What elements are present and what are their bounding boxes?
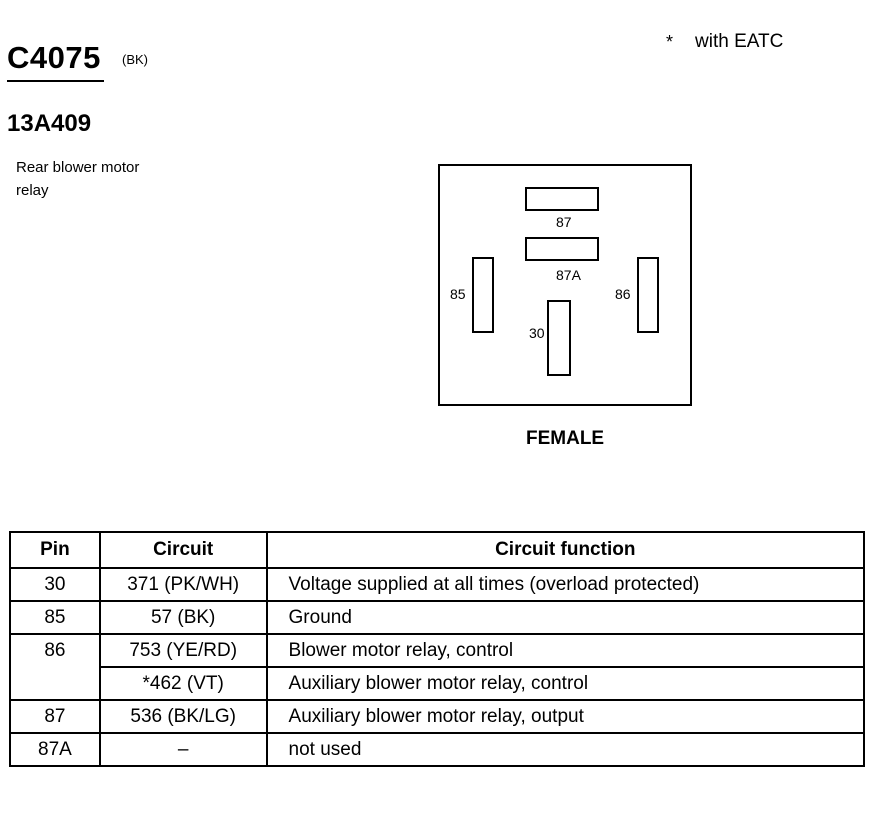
function-cell: not used <box>265 732 866 767</box>
pin-label-87: 87 <box>556 214 572 230</box>
pin-cell: 85 <box>9 600 101 635</box>
circuit-cell: 57 (BK) <box>98 600 268 635</box>
connector-color: (BK) <box>122 52 148 67</box>
pin-cell: 87 <box>9 699 101 734</box>
table-row: 85 57 (BK) Ground <box>9 600 866 635</box>
function-cell: Blower motor relay, control <box>265 633 866 668</box>
pin-cell: 30 <box>9 567 101 602</box>
terminal-30 <box>547 300 571 376</box>
circuit-cell: 753 (YE/RD) <box>98 633 268 668</box>
circuit-cell: 371 (PK/WH) <box>98 567 268 602</box>
function-cell: Voltage supplied at all times (overload … <box>265 567 866 602</box>
function-cell: Ground <box>265 600 866 635</box>
column-header-function: Circuit function <box>265 531 866 569</box>
pin-label-87a: 87A <box>556 267 581 283</box>
column-header-pin: Pin <box>9 531 101 569</box>
circuit-cell: – <box>98 732 268 767</box>
table-row: 87A – not used <box>9 732 866 767</box>
pin-label-86: 86 <box>615 286 631 302</box>
connector-id-underline <box>7 80 104 82</box>
table-row: 30 371 (PK/WH) Voltage supplied at all t… <box>9 567 866 602</box>
terminal-87a <box>525 237 599 261</box>
circuit-cell: *462 (VT) <box>98 666 268 701</box>
terminal-86 <box>637 257 659 333</box>
pin-cell: 86 <box>9 633 101 667</box>
pin-label-85: 85 <box>450 286 466 302</box>
terminal-87 <box>525 187 599 211</box>
circuit-cell: 536 (BK/LG) <box>98 699 268 734</box>
connector-id: C4075 <box>7 40 101 75</box>
connector-face-outline <box>438 164 692 406</box>
footnote-text: with EATC <box>695 31 784 52</box>
connector-gender-label: FEMALE <box>526 428 605 449</box>
terminal-85 <box>472 257 494 333</box>
pin-table: Pin Circuit Circuit function 30 371 (PK/… <box>9 531 866 767</box>
component-description: Rear blower motor relay <box>16 159 140 199</box>
column-header-circuit: Circuit <box>98 531 268 569</box>
pin-label-30: 30 <box>529 325 545 341</box>
footnote-symbol: * <box>666 32 674 52</box>
table-row: *462 (VT) Auxiliary blower motor relay, … <box>9 666 866 701</box>
table-row: 86 753 (YE/RD) Blower motor relay, contr… <box>9 633 866 668</box>
pin-cell <box>9 667 101 701</box>
function-cell: Auxiliary blower motor relay, control <box>265 666 866 701</box>
table-header-row: Pin Circuit Circuit function <box>9 531 866 569</box>
pin-cell: 87A <box>9 732 101 767</box>
table-row: 87 536 (BK/LG) Auxiliary blower motor re… <box>9 699 866 734</box>
function-cell: Auxiliary blower motor relay, output <box>265 699 866 734</box>
component-id: 13A409 <box>7 110 92 137</box>
